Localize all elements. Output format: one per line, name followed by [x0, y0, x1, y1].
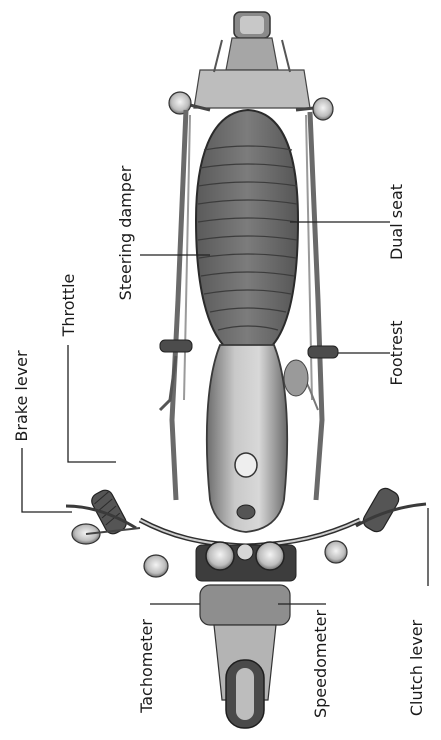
label-clutch-lever: Clutch lever [407, 619, 426, 716]
label-brake-lever: Brake lever [12, 350, 31, 442]
label-footrest: Footrest [387, 320, 406, 385]
front-wheel [200, 585, 290, 728]
tachometer-dial [206, 542, 234, 570]
label-throttle: Throttle [59, 274, 78, 338]
front-turn-signal-left [144, 555, 168, 577]
label-steering-damper: Steering damper [116, 165, 135, 300]
leader-brake-lever [22, 448, 72, 512]
instrument-cluster [196, 542, 296, 581]
speedometer-dial [256, 542, 284, 570]
fuel-tank [207, 345, 287, 532]
label-tachometer: Tachometer [137, 619, 156, 714]
leader-throttle [68, 345, 116, 462]
dual-seat [196, 110, 298, 354]
footrest-left [160, 340, 192, 352]
motorcycle-photo [66, 12, 426, 728]
rear-fender [194, 12, 310, 108]
label-speedometer: Speedometer [311, 610, 330, 718]
front-turn-signal-right [325, 541, 347, 563]
label-dual-seat: Dual seat [387, 184, 406, 260]
footrest-right [308, 346, 338, 358]
